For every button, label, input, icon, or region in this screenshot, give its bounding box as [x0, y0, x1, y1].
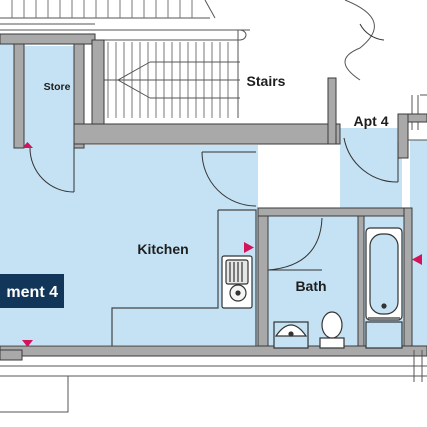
kitchen-sink [221, 255, 253, 309]
top-right-door-swing [359, 23, 385, 41]
bath-fixtures [273, 227, 403, 349]
wall-store-right [73, 43, 85, 149]
exterior-lines [0, 350, 427, 413]
stair-treads [100, 30, 240, 118]
context-lines [0, 0, 427, 141]
wall-store-left [13, 43, 25, 149]
wall-bath-right [403, 207, 413, 351]
wc-bowl [321, 311, 343, 339]
right-strip-room [410, 140, 427, 350]
entrance-markers [22, 142, 422, 347]
wall-bath-mid [357, 215, 365, 351]
stairs-label: Stairs [247, 73, 286, 89]
apartment-tag-text: ment 4 [6, 284, 58, 301]
bath-door-swing [267, 217, 323, 271]
wall-kitchen-right [257, 207, 269, 351]
kitchen-door-swing [201, 151, 257, 207]
kitchen-counters [111, 209, 257, 346]
bath-panel [365, 321, 403, 349]
wall-apt-right-top [407, 113, 427, 123]
kitchen-entry-marker [244, 242, 254, 253]
apartment-tag: ment 4 [0, 274, 64, 308]
wall-bottom [0, 345, 427, 357]
apt-hall-room [340, 128, 402, 216]
apt-label: Apt 4 [354, 113, 389, 129]
walls [0, 33, 427, 361]
apartment-tag-box [0, 274, 64, 308]
store-entry-marker [22, 142, 33, 148]
bath-entry-marker [412, 254, 422, 265]
wall-top-left [0, 33, 96, 45]
wc-cistern [319, 337, 345, 349]
wall-stair-right [327, 77, 337, 145]
apt-door-swing [343, 137, 399, 183]
bathtub-inner [369, 233, 399, 315]
wall-apt-right [397, 113, 409, 159]
wall-bath-top [257, 207, 413, 217]
wall-stair-left [91, 39, 105, 127]
doors [29, 23, 399, 271]
stair-treads-top [11, 0, 193, 18]
store-door-swing [29, 147, 75, 193]
kitchen-label: Kitchen [137, 241, 188, 257]
wall-left-bottom [0, 349, 23, 361]
store-label: Store [44, 81, 71, 93]
bath-label: Bath [295, 278, 326, 294]
apartment-entry-marker [22, 340, 33, 347]
wall-corridor [73, 123, 341, 145]
